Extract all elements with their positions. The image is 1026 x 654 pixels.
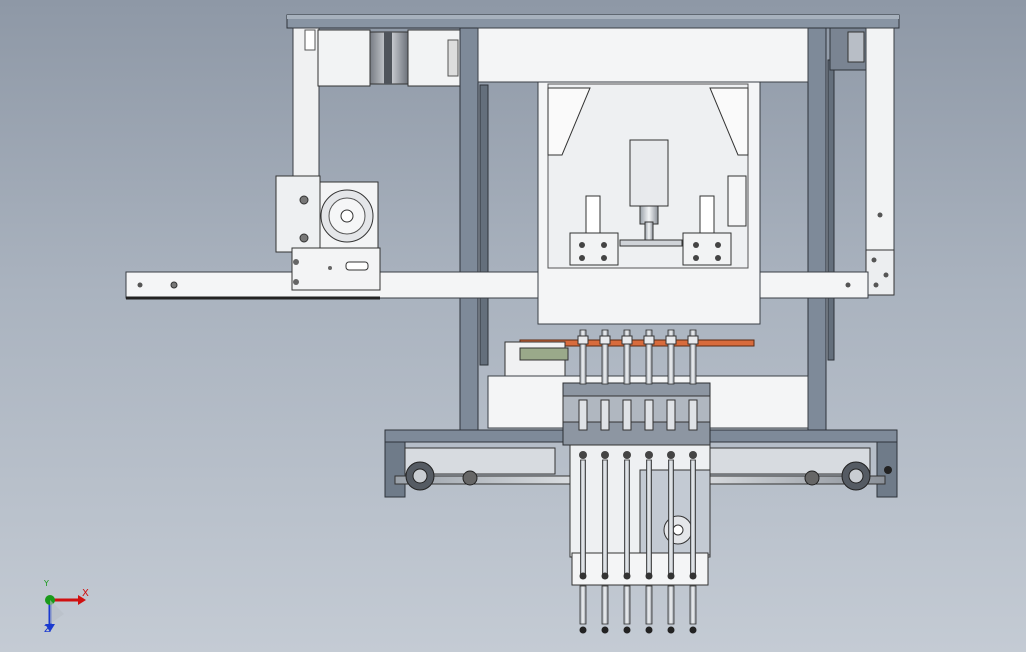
central-frame: [537, 81, 761, 325]
nozzle: [577, 329, 589, 634]
coordinate-triad: X Y Z: [30, 579, 110, 650]
triad-icon: [45, 595, 86, 632]
stepper-motor: [317, 29, 461, 87]
y-axis-label: Y: [44, 579, 49, 588]
nozzle: [599, 329, 611, 634]
right-column: [829, 27, 895, 296]
left-column: [292, 27, 320, 189]
upper-plate: [477, 27, 809, 83]
green-slide: [504, 341, 569, 377]
top-beam: [286, 14, 900, 29]
vertical-posts: [459, 27, 835, 434]
nozzle-array: [577, 329, 699, 634]
nozzle: [621, 329, 633, 634]
nozzle: [643, 329, 655, 634]
nozzle: [687, 329, 699, 634]
nozzle: [665, 329, 677, 634]
z-axis-label: Z: [44, 624, 51, 635]
x-axis-label: X: [82, 588, 89, 599]
rotary-module: [275, 175, 381, 291]
